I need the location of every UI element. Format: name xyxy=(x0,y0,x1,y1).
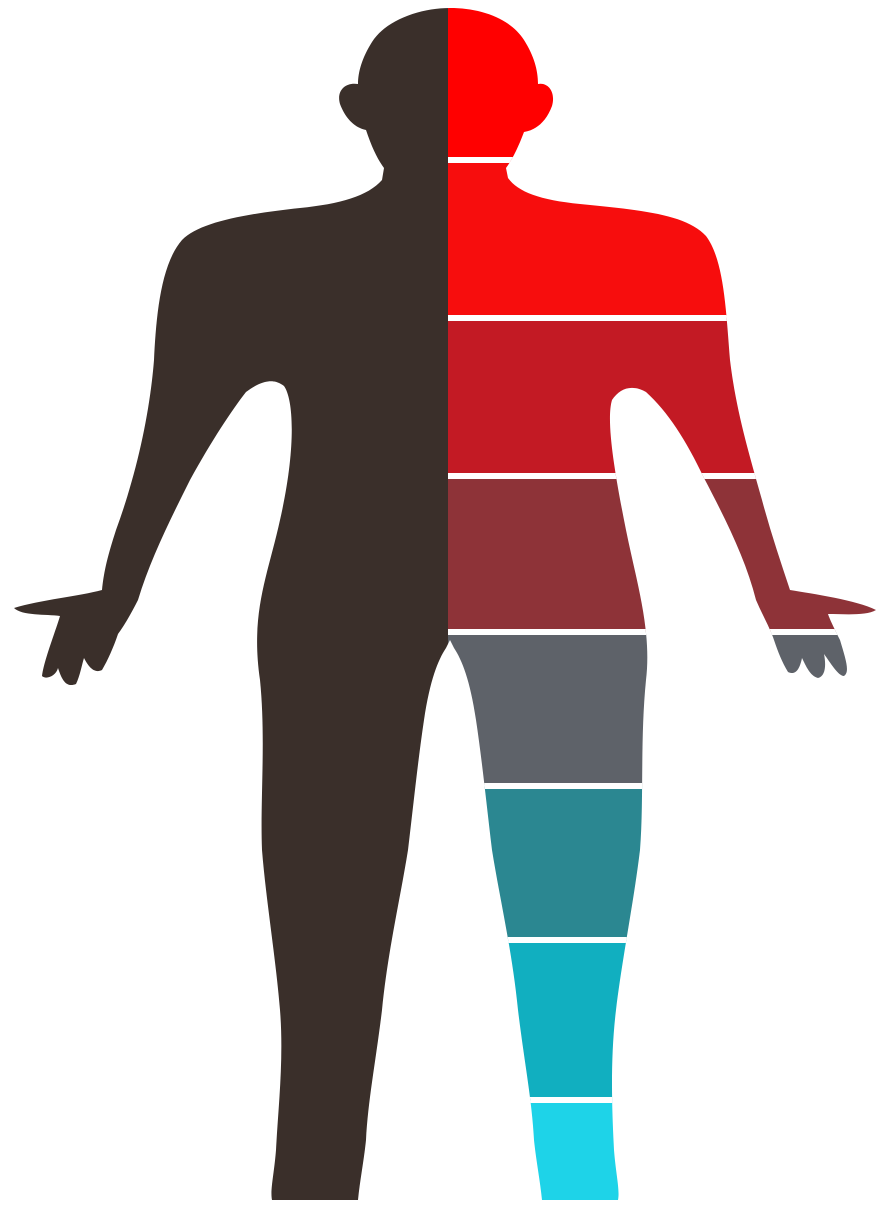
segment-shin xyxy=(448,940,881,1100)
divider-line xyxy=(448,1097,881,1103)
segment-abdomen-forearms xyxy=(448,476,881,632)
segment-shoulders xyxy=(448,160,881,318)
left-half-silhouette xyxy=(0,0,448,1208)
divider-line xyxy=(448,629,881,635)
segment-ankle-foot xyxy=(448,1100,881,1208)
segment-upper-thigh xyxy=(448,632,881,786)
divider-line xyxy=(448,783,881,789)
divider-line xyxy=(448,473,881,479)
divider-line xyxy=(448,315,881,321)
segment-chest-upper-arms xyxy=(448,318,881,476)
segment-knee xyxy=(448,786,881,940)
segment-head-neck xyxy=(448,0,881,160)
divider-line xyxy=(448,157,881,163)
divider-line xyxy=(448,937,881,943)
